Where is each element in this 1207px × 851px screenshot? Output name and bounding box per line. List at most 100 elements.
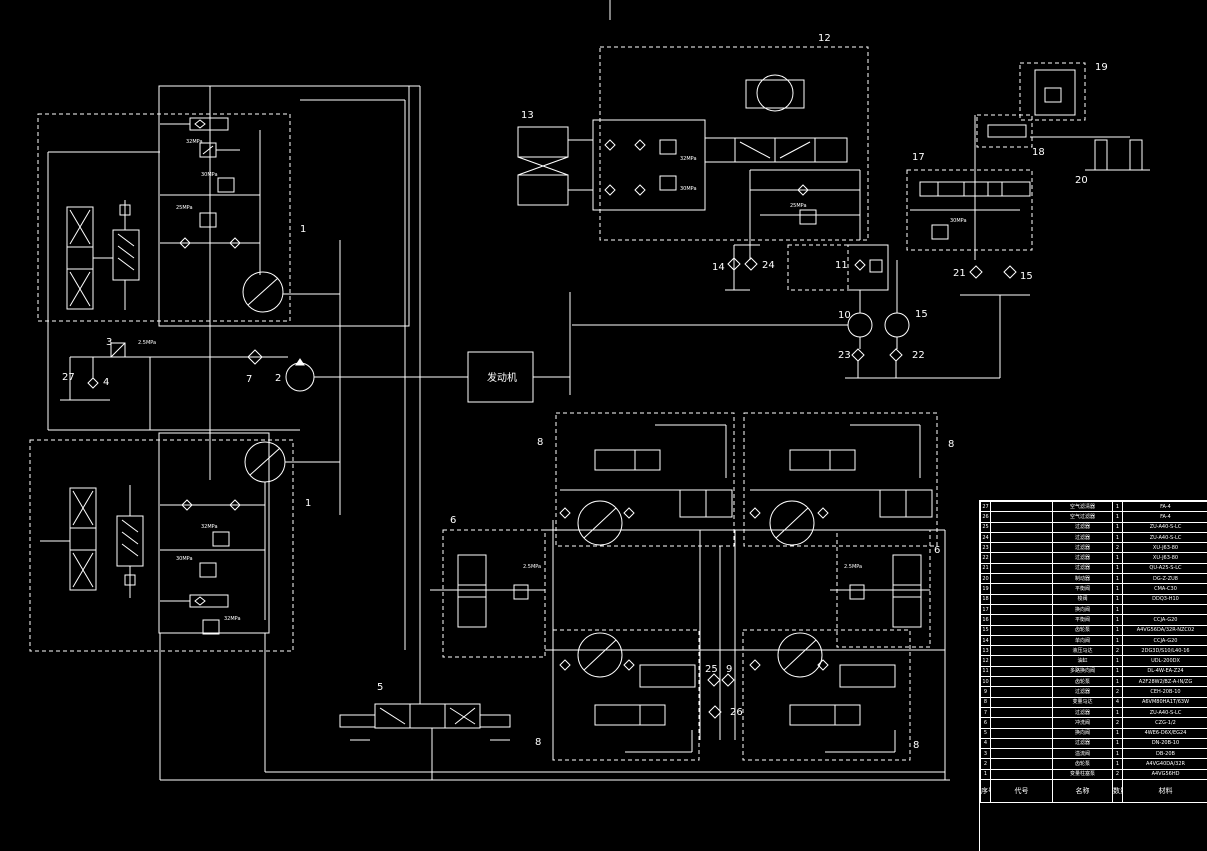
bom-cell-code bbox=[991, 553, 1053, 563]
bom-cell-qty: 1 bbox=[1113, 502, 1123, 512]
bom-cell-qty: 1 bbox=[1113, 574, 1123, 584]
bom-cell-code bbox=[991, 749, 1053, 759]
bom-cell-qty: 1 bbox=[1113, 563, 1123, 573]
svg-text:1: 1 bbox=[300, 224, 306, 235]
pressure-label: 30MPa bbox=[176, 556, 193, 562]
bom-cell-spec: XU-J63-80 bbox=[1123, 553, 1207, 563]
pressure-label: 32MPa bbox=[224, 616, 241, 622]
bom-cell-name: 溢流阀 bbox=[1053, 749, 1113, 759]
gear-pump-10 bbox=[848, 313, 872, 337]
bom-cell-name: 单向阀 bbox=[1053, 635, 1113, 645]
svg-text:2: 2 bbox=[275, 373, 281, 384]
bom-cell-no: 24 bbox=[981, 532, 991, 542]
svg-text:5: 5 bbox=[377, 682, 383, 693]
pressure-label: 32MPa bbox=[201, 524, 218, 530]
bom-cell-no: 21 bbox=[981, 563, 991, 573]
bom-cell-qty: 4 bbox=[1113, 697, 1123, 707]
bom-cell-name: 过滤器 bbox=[1053, 563, 1113, 573]
bom-cell-qty: 1 bbox=[1113, 615, 1123, 625]
bom-header-name: 名称 bbox=[1053, 780, 1113, 803]
bom-cell-no: 19 bbox=[981, 584, 991, 594]
bom-cell-spec: ZU-A40-S-LC bbox=[1123, 522, 1207, 532]
bom-cell-code bbox=[991, 718, 1053, 728]
bom-cell-no: 20 bbox=[981, 574, 991, 584]
bom-cell-qty: 1 bbox=[1113, 594, 1123, 604]
bom-cell-spec: 2DG3D/S10/L40-16 bbox=[1123, 646, 1207, 656]
bom-cell-code bbox=[991, 604, 1053, 614]
svg-text:4: 4 bbox=[103, 377, 109, 388]
bom-cell-qty: 1 bbox=[1113, 532, 1123, 542]
bom-cell-spec: A2F28W2/BZ-A-IN/ZG bbox=[1123, 677, 1207, 687]
svg-text:21: 21 bbox=[953, 268, 966, 279]
bom-cell-code bbox=[991, 635, 1053, 645]
flush-valve-6-right bbox=[830, 530, 930, 647]
bom-cell-spec: 4WE6-D6X/EG24 bbox=[1123, 728, 1207, 738]
bom-cell-name: 梭阀 bbox=[1053, 594, 1113, 604]
svg-text:23: 23 bbox=[838, 350, 851, 361]
bom-cell-code bbox=[991, 532, 1053, 542]
motor-8-upper-right bbox=[744, 413, 937, 546]
pressure-label: 25MPa bbox=[790, 203, 807, 209]
bom-cell-qty: 1 bbox=[1113, 728, 1123, 738]
bom-cell-name: 齿轮泵 bbox=[1053, 677, 1113, 687]
bom-cell-no: 2 bbox=[981, 759, 991, 769]
bom-cell-code bbox=[991, 677, 1053, 687]
bom-cell-code bbox=[991, 728, 1053, 738]
bom-cell-qty: 1 bbox=[1113, 553, 1123, 563]
bom-header-code: 代号 bbox=[991, 780, 1053, 803]
svg-text:24: 24 bbox=[762, 260, 775, 271]
bom-cell-qty: 1 bbox=[1113, 512, 1123, 522]
pressure-label: 25MPa bbox=[176, 205, 193, 211]
pressure-label: 32MPa bbox=[186, 139, 203, 145]
svg-text:6: 6 bbox=[934, 545, 940, 556]
bom-cell-code bbox=[991, 594, 1053, 604]
bom-cell-qty: 1 bbox=[1113, 522, 1123, 532]
svg-text:15: 15 bbox=[1020, 271, 1033, 282]
engine-label: 发动机 bbox=[487, 371, 517, 384]
bom-cell-code bbox=[991, 543, 1053, 553]
bom-cell-spec: ZU-A40-S-LC bbox=[1123, 532, 1207, 542]
bom-cell-spec: DB-20B bbox=[1123, 749, 1207, 759]
svg-text:7: 7 bbox=[246, 374, 252, 385]
bom-cell-qty: 2 bbox=[1113, 718, 1123, 728]
bom-cell-no: 27 bbox=[981, 502, 991, 512]
svg-text:26: 26 bbox=[730, 707, 743, 718]
bom-cell-code bbox=[991, 615, 1053, 625]
svg-text:8: 8 bbox=[537, 437, 543, 448]
svg-text:27: 27 bbox=[62, 372, 75, 383]
bom-cell-name: 冲洗阀 bbox=[1053, 718, 1113, 728]
bom-cell-no: 16 bbox=[981, 615, 991, 625]
bom-cell-spec: DN-20B-10 bbox=[1123, 738, 1207, 748]
bom-cell-no: 23 bbox=[981, 543, 991, 553]
bom-cell-no: 7 bbox=[981, 707, 991, 717]
bom-cell-code bbox=[991, 625, 1053, 635]
bom-cell-no: 25 bbox=[981, 522, 991, 532]
bom-cell-qty: 1 bbox=[1113, 749, 1123, 759]
bom-cell-code bbox=[991, 707, 1053, 717]
bom-cell-name: 过滤器 bbox=[1053, 707, 1113, 717]
bom-cell-no: 4 bbox=[981, 738, 991, 748]
bom-cell-name: 液压马达 bbox=[1053, 646, 1113, 656]
bom-cell-code bbox=[991, 502, 1053, 512]
balance-block-19 bbox=[975, 63, 1150, 378]
bom-cell-no: 22 bbox=[981, 553, 991, 563]
bom-cell-no: 10 bbox=[981, 677, 991, 687]
svg-text:9: 9 bbox=[726, 664, 732, 675]
flush-valve-6-left bbox=[430, 530, 545, 657]
bom-cell-qty: 2 bbox=[1113, 646, 1123, 656]
bom-cell-code bbox=[991, 584, 1053, 594]
bom-cell-code bbox=[991, 656, 1053, 666]
gear-pump-15 bbox=[885, 313, 909, 337]
